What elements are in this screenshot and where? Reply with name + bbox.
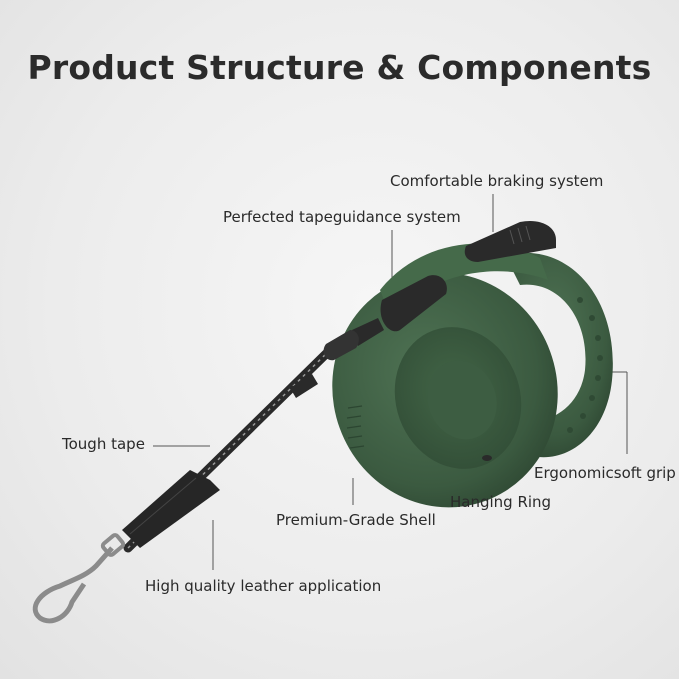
label-shell: Premium-Grade Shell xyxy=(276,511,436,529)
leather-part xyxy=(122,470,220,548)
tapeguidance-block xyxy=(380,275,447,332)
tape-clip xyxy=(290,374,318,398)
snap-hook xyxy=(32,533,126,624)
label-tough-tape: Tough tape xyxy=(62,435,145,453)
label-grip: Ergonomicsoft grip xyxy=(534,464,676,482)
label-braking: Comfortable braking system xyxy=(390,172,604,190)
grip-handle xyxy=(505,252,613,458)
label-hanging-ring: Hanging Ring xyxy=(450,493,552,511)
label-leather: High quality leather application xyxy=(145,577,382,595)
main-shell xyxy=(332,243,558,508)
page-title: Product Structure & Components xyxy=(27,48,652,87)
hanging-ring xyxy=(482,455,492,461)
label-tapeguidance: Perfected tapeguidance system xyxy=(223,208,461,226)
brake-button xyxy=(464,220,556,262)
